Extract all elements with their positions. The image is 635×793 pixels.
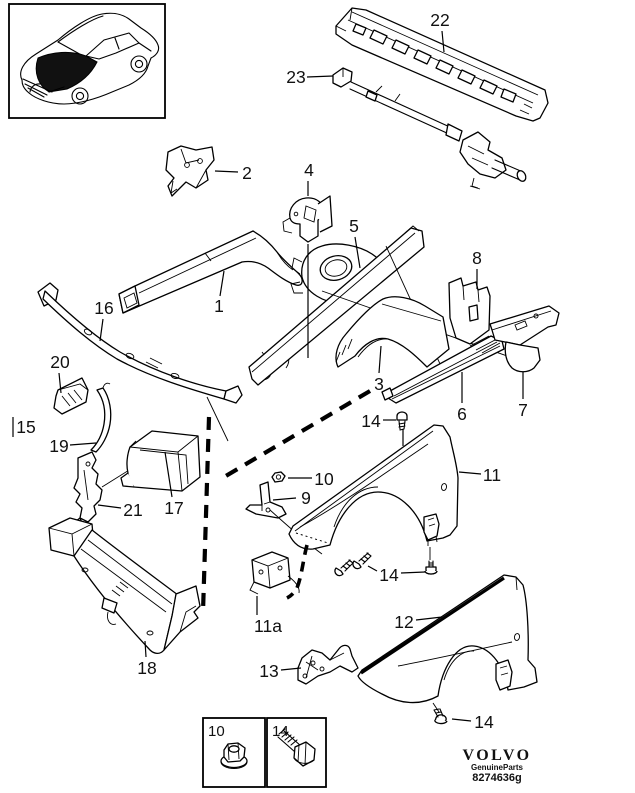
part-19-pillar-strip <box>90 382 112 453</box>
callout-label-11-19: 11 <box>483 465 501 485</box>
flange-nut-icon <box>220 742 248 769</box>
callout-leader-11-19 <box>458 471 482 475</box>
part-1-side-rail <box>118 230 303 314</box>
callout-label-9-18: 9 <box>301 488 311 508</box>
callout-label-23-1: 23 <box>286 67 305 87</box>
brand-plate: VOLVO GenuineParts 8274636g <box>450 748 544 785</box>
callout-label-4-3: 4 <box>304 160 314 180</box>
mount-line-12-to-screw <box>432 702 440 713</box>
callout-label-10-17: 10 <box>314 469 334 489</box>
part-20-bracket <box>53 377 89 415</box>
legend-label-10: 10 <box>208 723 225 740</box>
alignment-line-left <box>206 396 229 442</box>
callout-label-14-21: 14 <box>379 565 399 585</box>
part-5-strut-tower-rail <box>248 225 425 386</box>
callout-leader-21-14 <box>97 504 122 509</box>
callout-label-20-11: 20 <box>50 352 70 372</box>
callout-leader-2-2 <box>214 170 239 173</box>
car-location-inset <box>8 3 166 119</box>
part-4-bracket <box>282 195 333 243</box>
callout-leader-14-21 <box>367 565 378 572</box>
callout-label-12-23: 12 <box>394 612 413 632</box>
callout-label-2-2: 2 <box>242 163 252 183</box>
callout-leader-17-15 <box>164 451 173 498</box>
part-22-cowl-panel <box>335 7 549 122</box>
part-7-upper-member <box>489 305 560 373</box>
callout-leader-20-11 <box>58 372 62 394</box>
callout-label-15-12: 15 <box>16 417 35 437</box>
legend-box-14 <box>266 717 327 788</box>
part-23-cowl-bar <box>332 67 527 190</box>
callout-leader-22-0 <box>441 30 445 53</box>
callout-label-19-13: 19 <box>49 436 68 456</box>
part-11-front-fender <box>288 424 459 550</box>
screw-14-bottom <box>433 708 448 725</box>
callout-leader-23-1 <box>306 75 334 78</box>
callout-leader-3-7 <box>378 345 382 374</box>
part-8-panel <box>448 277 491 345</box>
car-thumbnail-icon <box>20 12 160 105</box>
callout-leader-5-4 <box>354 236 361 269</box>
callout-label-3-7: 3 <box>374 374 384 394</box>
brand-subtitle: GenuineParts <box>470 763 523 772</box>
brand-logo-text: VOLVO <box>462 747 532 764</box>
part-10-nut <box>271 471 286 483</box>
screw-14-mid-right <box>352 552 372 570</box>
callout-leader-16-10 <box>99 318 104 342</box>
legend-box-10 <box>202 717 266 788</box>
callout-leader-14-21 <box>400 571 426 574</box>
callout-label-7-9: 7 <box>518 400 528 420</box>
part-18-lower-crossmember <box>48 517 201 655</box>
separator-dashed-curve <box>286 544 309 600</box>
separator-dashed-diagonal <box>222 389 372 479</box>
part-11a-bracket <box>249 551 300 595</box>
callout-label-14-20: 14 <box>361 411 381 431</box>
car-inset-border <box>8 3 166 119</box>
part-9-bracket <box>245 481 287 519</box>
part-12-front-fender <box>357 574 538 704</box>
callout-label-13-24: 13 <box>259 661 278 681</box>
callout-label-1-5: 1 <box>214 296 224 316</box>
callout-leader-12-23 <box>415 616 443 621</box>
document-number: 8274636g <box>472 772 522 784</box>
part-13-bracket <box>297 644 359 685</box>
part-6-tapered-member <box>381 335 505 404</box>
separator-dashed-vertical <box>200 416 212 613</box>
callout-label-16-10: 16 <box>94 298 113 318</box>
callout-label-6-8: 6 <box>457 404 467 424</box>
callout-label-21-14: 21 <box>123 500 142 520</box>
part-2-bracket <box>165 145 215 197</box>
callout-leader-19-13 <box>69 442 97 446</box>
legend-label-14: 14 <box>272 723 289 740</box>
callout-label-11a-22: 11a <box>254 616 282 636</box>
callout-leader-13-24 <box>280 667 302 671</box>
part-16-upper-crossmember <box>37 282 243 404</box>
screw-14-under-stay <box>424 560 438 575</box>
part-3-wheel-housing <box>335 296 450 368</box>
screw-14-mid-left <box>334 559 354 577</box>
screw-14-top <box>396 411 408 431</box>
legend: 10 14 <box>202 717 327 788</box>
part-17-air-guide <box>120 430 201 492</box>
callout-leader-1-5 <box>219 270 225 297</box>
callout-label-8-6: 8 <box>472 248 482 268</box>
callout-label-14-25: 14 <box>474 712 494 732</box>
callout-leader-18-16 <box>144 640 147 658</box>
callout-label-18-16: 18 <box>137 658 156 678</box>
callout-label-5-4: 5 <box>349 216 359 236</box>
flange-screw-icon <box>277 728 316 767</box>
callout-leader-9-18 <box>272 497 297 501</box>
callout-label-22-0: 22 <box>430 10 449 30</box>
callout-leader-14-25 <box>451 718 472 722</box>
callout-label-17-15: 17 <box>164 498 183 518</box>
